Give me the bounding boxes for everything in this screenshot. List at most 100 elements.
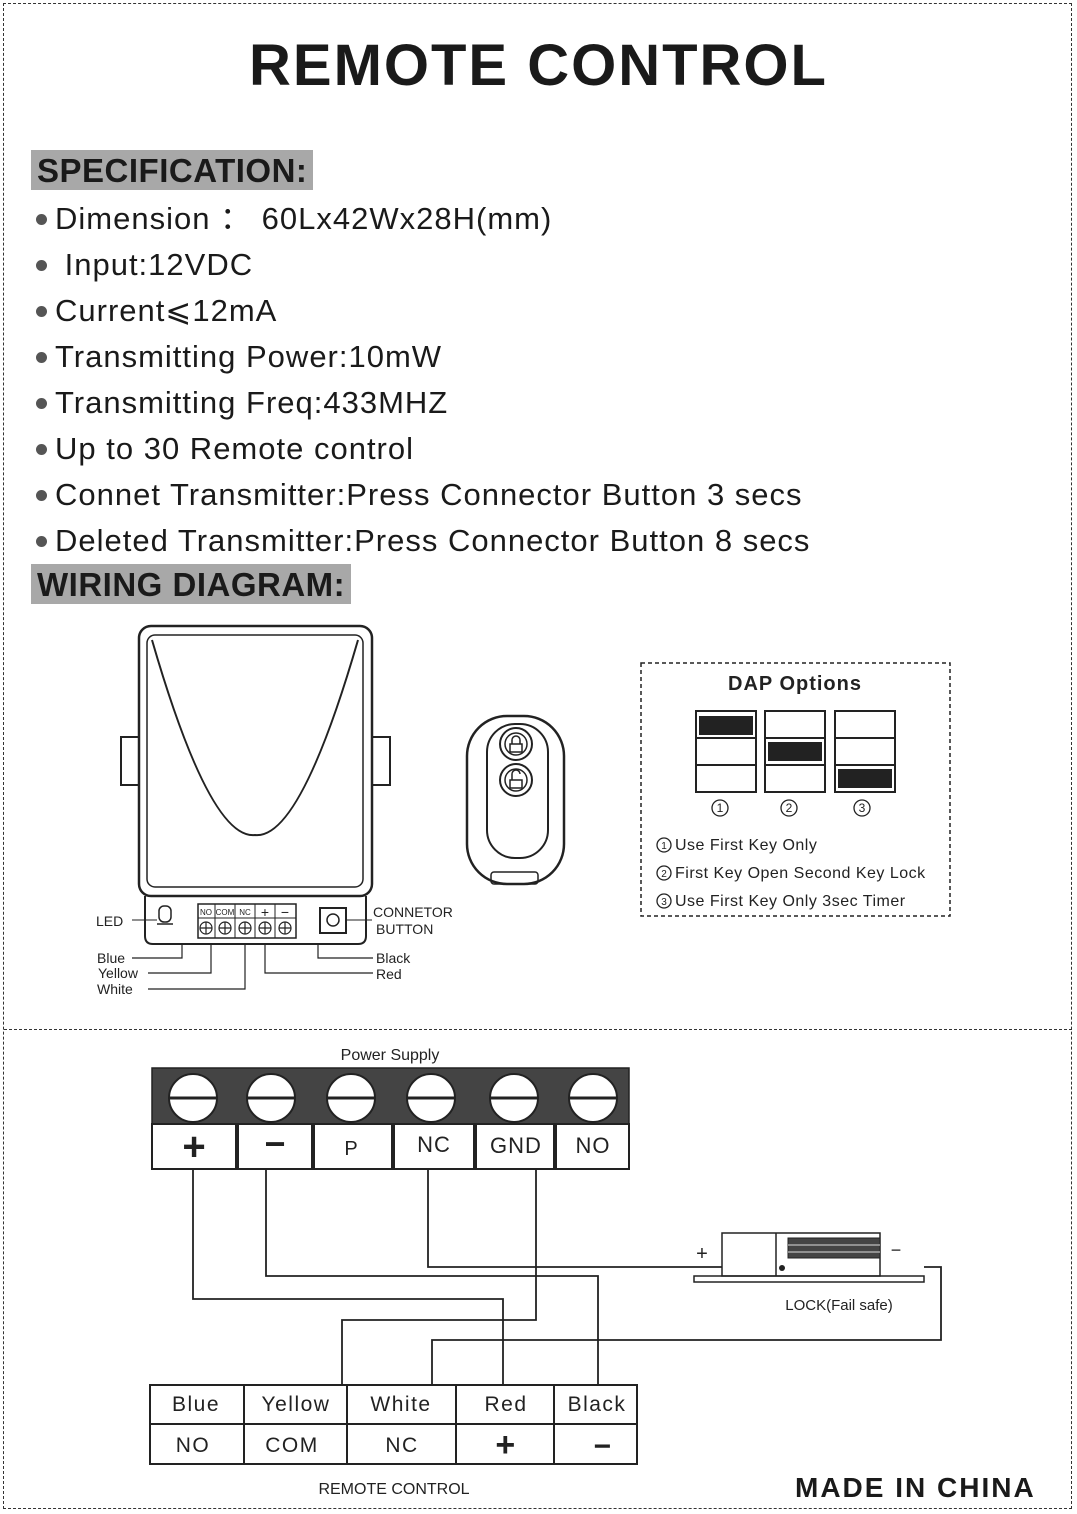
spec-text: Up to 30 Remote control [55,431,415,466]
remote-fob [465,714,566,886]
spec-text: Dimension ： 60Lx42Wx28H(mm) [55,201,553,236]
led-label: LED [96,913,123,929]
receiver-terminal-plus: + [261,904,269,920]
ps-terminal-p: P [344,1138,357,1160]
lock-button-icon [499,727,533,761]
dap-options-box: DAP Options 1 2 3 1 2 3 [640,662,951,917]
receiver-terminal-nc: NC [239,908,251,917]
dap-option-2: First Key Open Second Key Lock [675,865,926,882]
table-function-com: COM [265,1434,319,1457]
dap-title: DAP Options [728,673,862,695]
table-color-blue: Blue [172,1393,220,1416]
led-icon [158,905,172,923]
power-supply-screws [168,1073,618,1123]
unlock-button-icon [499,763,533,797]
table-color-yellow: Yellow [262,1393,331,1416]
spec-item: Input:12VDC [36,242,810,288]
wire-blue-label: Blue [97,950,125,966]
spec-text: Deleted Transmitter:Press Connector Butt… [55,523,811,558]
dap-number-1: 1 [717,801,724,815]
spec-text: Current⩽12mA [55,293,278,328]
terminal-screws [199,921,292,935]
ps-terminal-nc: NC [417,1132,451,1157]
remote-table-caption: REMOTE CONTROL [318,1481,469,1498]
lock-label: LOCK(Fail safe) [785,1297,893,1314]
lock-device: + − LOCK(Fail safe) [693,1232,925,1314]
receiver-terminal-block [197,903,297,939]
dap-option-3: Use First Key Only 3sec Timer [675,893,906,910]
bullet-icon [36,397,47,409]
table-function-nc: NC [385,1434,418,1457]
receiver-left-ear [120,736,139,786]
wire-black-label: Black [376,950,411,966]
spec-item: Current⩽12mA [36,288,810,334]
wire-yellow-label: Yellow [98,965,139,981]
wire-red-label: Red [376,966,402,982]
terminal-strip-body [151,1067,630,1125]
lock-minus-label: − [891,1240,902,1260]
receiver-dome [151,639,359,837]
spec-item: Dimension ： 60Lx42Wx28H(mm) [36,196,810,242]
receiver-body [137,624,374,898]
receiver-right-ear [372,736,391,786]
dap-option-1: Use First Key Only [675,837,817,854]
remote-wire-table: Blue Yellow White Red Black NO COM NC + … [149,1384,638,1498]
specification-list: Dimension ： 60Lx42Wx28H(mm) Input:12VDC … [36,196,810,564]
connector-button-label: CONNETOR [373,904,453,920]
table-function-minus: − [593,1430,612,1463]
spec-item: Transmitting Power:10mW [36,334,810,380]
wire-white-label: White [97,981,133,997]
spec-text: Connet Transmitter:Press Connector Butto… [55,477,803,512]
lock-plus-label: + [696,1243,708,1265]
dap-option-number-3: 3 [661,897,667,908]
bullet-icon [36,489,47,501]
spec-item: Transmitting Freq:433MHZ [36,380,810,426]
ps-terminal-gnd: GND [490,1133,542,1158]
table-color-red: Red [484,1393,527,1416]
dap-switch-1 [695,710,757,793]
ps-terminal-plus: + [182,1125,205,1169]
power-supply-strip: Power Supply + − P NC GND NO [151,1047,630,1170]
connection-wires [192,1169,942,1385]
receiver-terminal-no: NO [200,908,212,917]
bullet-icon [36,443,47,455]
table-function-no: NO [176,1434,211,1457]
bullet-icon [36,351,47,363]
spec-item: Deleted Transmitter:Press Connector Butt… [36,518,810,564]
connector-button-label-2: BUTTON [376,921,433,937]
bullet-icon [36,259,47,271]
receiver-unit: NO COM NC + − LED CONNETOR BUTTON Blue Y… [96,624,453,997]
spec-item: Up to 30 Remote control [36,426,810,472]
made-in-label: MADE IN CHINA [795,1472,1036,1503]
table-function-plus: + [495,1426,516,1464]
section-divider [4,1029,1072,1030]
specification-heading: SPECIFICATION: [31,150,314,190]
power-supply-terminal-cells [151,1123,630,1170]
ps-terminal-no: NO [576,1133,611,1158]
dap-option-number-1: 1 [661,841,667,852]
bullet-icon [36,535,47,547]
page-border [3,3,1072,1509]
spec-text: Transmitting Power:10mW [55,339,443,374]
receiver-base [144,896,367,945]
bullet-icon [36,213,47,225]
receiver-terminal-com: COM [216,908,235,917]
ps-terminal-minus: − [264,1123,285,1164]
dap-option-number-2: 2 [661,869,667,880]
dap-switch-2 [764,710,826,793]
dap-number-3: 3 [859,801,866,815]
receiver-terminal-minus: − [281,904,289,920]
page-title: REMOTE CONTROL [249,33,828,98]
bullet-icon [36,305,47,317]
receiver-wires [132,944,373,990]
table-color-white: White [370,1393,431,1416]
power-supply-label: Power Supply [341,1047,440,1064]
receiver-face [146,634,364,888]
wiring-diagram-heading: WIRING DIAGRAM: [31,564,352,604]
spec-item: Connet Transmitter:Press Connector Butto… [36,472,810,518]
dap-switch-3 [834,710,896,793]
spec-text: Transmitting Freq:433MHZ [55,385,449,420]
spec-text: Input:12VDC [55,247,254,282]
connector-button [319,907,347,934]
